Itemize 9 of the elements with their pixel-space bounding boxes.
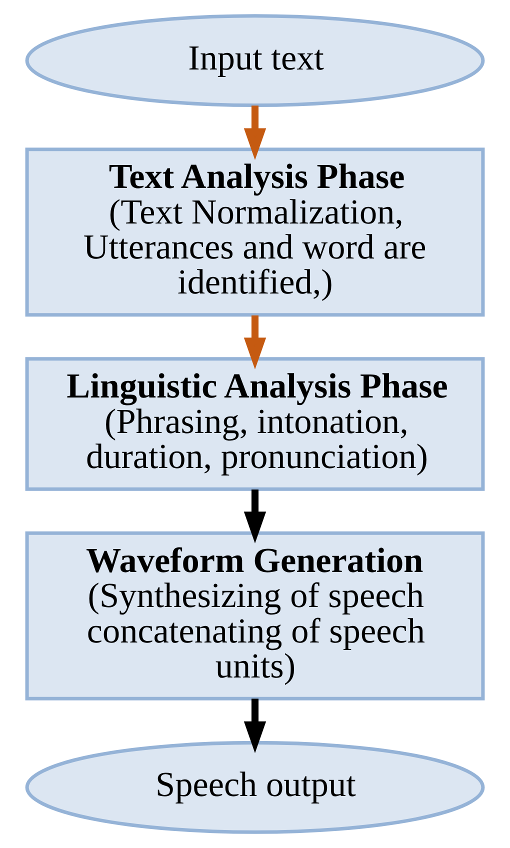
- node-box: Linguistic Analysis Phase (Phrasing, intonation, duration, pronunciation): [25, 357, 485, 491]
- arrow: [244, 106, 266, 160]
- node-ellipse: Speech output: [25, 740, 485, 834]
- node-box: Text Analysis Phase (Text Normalization, Utterances and word are identified,): [25, 148, 485, 317]
- node-box: Waveform Generation (Synthesizing of speech concatenating of speech units): [25, 531, 485, 700]
- arrow: [244, 490, 266, 544]
- node-ellipse: Input text: [25, 14, 485, 108]
- arrow: [244, 315, 266, 370]
- arrow: [244, 698, 266, 754]
